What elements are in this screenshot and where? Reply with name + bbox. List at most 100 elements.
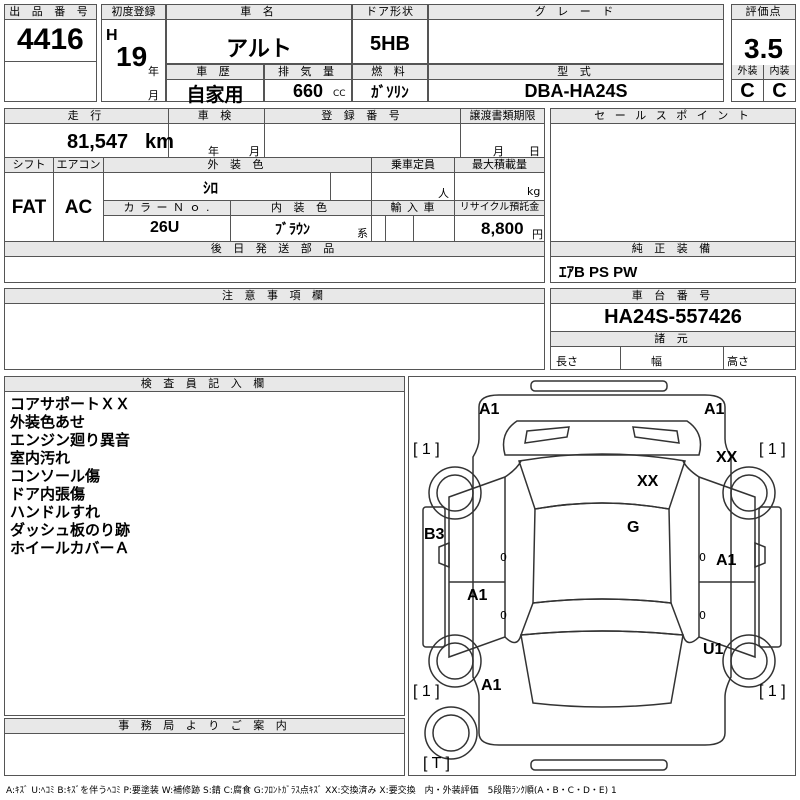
int-color-unit: 系 [357, 227, 368, 240]
fuel-label: 燃 料 [353, 65, 427, 79]
tire-front-right: [ 1 ] [759, 441, 786, 458]
spec-grid: 走 行 車 検 登 録 番 号 譲渡書類期限 81,547 km 年 月 月 日… [4, 108, 545, 283]
color-no-value: 26U [150, 219, 180, 236]
displacement-value: 660 [293, 81, 324, 101]
transfer-day-unit: 日 [529, 145, 540, 158]
damage-windshield: G [627, 519, 640, 536]
fuel-value: ｶﾞｿﾘﾝ [371, 84, 409, 101]
chassis-number: HA24S-557426 [604, 306, 742, 328]
shift-value: FAT [11, 197, 47, 218]
zero-marker-2: 0 [699, 551, 706, 564]
door-label: ドア形状 [353, 5, 427, 19]
aircon-label: エアコン [54, 158, 103, 172]
mileage-label: 走 行 [5, 109, 168, 123]
aircon-value: AC [64, 197, 93, 218]
displacement-box: 排 気 量 660 CC [264, 64, 352, 102]
damage-right-door: A1 [716, 552, 737, 569]
damage-right-rear: U1 [703, 641, 724, 658]
model-box: 型 式 DBA-HA24S [428, 64, 724, 102]
zero-marker-3: 0 [500, 609, 507, 622]
history-box: 車 歴 自家用 [166, 64, 264, 106]
tire-rear-left: [ 1 ] [413, 683, 440, 700]
door-type: 5HB [369, 33, 410, 55]
inspector-note: ダッシュ板のり跡 [10, 521, 131, 539]
car-diagram [422, 380, 782, 771]
car-name-box: 車 名 アルト [166, 4, 352, 64]
exterior-label: 外装 [732, 65, 763, 79]
inspector-note: 室内汚れ [10, 449, 71, 467]
office-label: 事 務 局 よ り ご 案 内 [5, 719, 404, 733]
damage-core-support: XX [637, 473, 659, 490]
chassis-label: 車 台 番 号 [551, 289, 795, 303]
car-name-label: 車 名 [167, 5, 351, 19]
caution-box: 注 意 事 項 欄 [4, 288, 545, 370]
history-label: 車 歴 [167, 65, 263, 79]
spec-width: 幅 [651, 355, 662, 368]
model-code: DBA-HA24S [524, 81, 628, 101]
legend: A:ｷｽﾞ U:ﾍｺﾐ B:ｷｽﾞを伴うﾍｺﾐ P:要塗装 W:補修跡 S:錆 … [6, 786, 617, 796]
tire-spare: [ T ] [423, 755, 450, 772]
chassis-box: 車 台 番 号 HA24S-557426 諸 元 長さ 幅 高さ [550, 288, 796, 370]
ext-color-value: ｼﾛ [203, 180, 219, 197]
model-label: 型 式 [429, 65, 723, 79]
interior-label: 内装 [764, 65, 795, 79]
reg-year: 19 [116, 41, 148, 72]
car-name: アルト [226, 36, 292, 61]
max-load-unit: kg [527, 185, 541, 198]
mileage-value: 81,547 [67, 131, 129, 153]
equipment-value: ｴｱB PS PW [559, 264, 638, 281]
grade-label: グ レ ー ド [429, 5, 723, 19]
score-label: 評価点 [732, 5, 795, 19]
inspector-note: エンジン廻り異音 [10, 431, 131, 449]
reg-no-label: 登 録 番 号 [265, 109, 460, 123]
tire-rear-right: [ 1 ] [759, 683, 786, 700]
displacement-label: 排 気 量 [265, 65, 351, 79]
first-reg-label: 初度登録 [102, 5, 165, 19]
inspector-note: ドア内張傷 [10, 485, 86, 503]
recycle-value: 8,800 [481, 219, 524, 238]
damage-left-door: A1 [467, 587, 488, 604]
lot-label: 出 品 番 号 [5, 5, 96, 19]
transfer-month-unit: 月 [493, 145, 504, 158]
caution-label: 注 意 事 項 欄 [5, 289, 544, 303]
recycle-label: リサイクル預託金 [455, 201, 544, 215]
max-load-label: 最大積載量 [455, 158, 544, 172]
int-color-value: ﾌﾞﾗｳﾝ [275, 221, 310, 237]
month-unit: 月 [148, 89, 159, 102]
era: H [106, 27, 118, 44]
inspector-label: 検 査 員 記 入 欄 [5, 377, 404, 391]
damage-left-side: B3 [424, 526, 445, 543]
inspector-note: コアサポートＸＸ [10, 395, 131, 413]
specs-label: 諸 元 [551, 332, 795, 346]
score-value: 3.5 [744, 33, 783, 64]
displacement-unit: CC [333, 89, 346, 99]
damage-front-left: A1 [479, 401, 500, 418]
grade-box: グ レ ー ド [428, 4, 724, 64]
year-unit: 年 [148, 65, 159, 78]
inspector-note: コンソール傷 [10, 467, 101, 485]
history-value: 自家用 [186, 85, 244, 106]
inspection-month-unit: 月 [249, 145, 260, 158]
recycle-unit: 円 [532, 228, 543, 241]
zero-marker-4: 0 [699, 609, 706, 622]
color-no-label: カ ラ ー Ｎ ｏ . [104, 201, 230, 215]
lot-box: 出 品 番 号 4416 [4, 4, 97, 102]
int-color-label: 内 装 色 [231, 201, 371, 215]
score-box: 評価点 3.5 外装 内装 C C [731, 4, 796, 102]
zero-marker-1: 0 [500, 551, 507, 564]
lot-number: 4416 [17, 23, 84, 56]
tire-front-left: [ 1 ] [413, 441, 440, 458]
later-parts-label: 後 日 発 送 部 品 [5, 242, 544, 256]
capacity-unit: 人 [438, 187, 449, 200]
capacity-label: 乗車定員 [372, 158, 454, 172]
equipment-label: 純 正 装 備 [551, 242, 795, 256]
spec-height: 高さ [727, 355, 749, 368]
import-label: 輸 入 車 [372, 201, 454, 215]
damage-front-right: A1 [704, 401, 725, 418]
inspection-label: 車 検 [169, 109, 264, 123]
inspector-note: ホイールカバーＡ [10, 539, 130, 557]
interior-grade: C [772, 80, 787, 102]
damage-rear-left: A1 [481, 677, 502, 694]
